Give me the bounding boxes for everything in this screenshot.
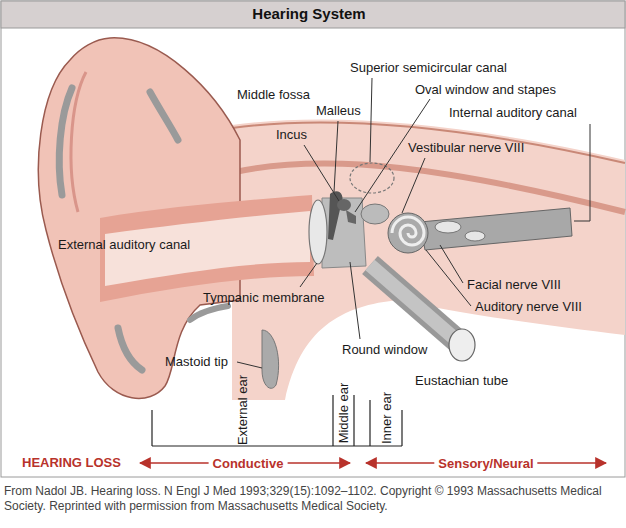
leader-line [300,263,317,287]
nerve [465,231,485,241]
bracket-tick [353,395,354,446]
cartilage [150,92,178,140]
region-label: Middle ear [336,383,351,444]
region-bracket [152,395,402,446]
part-label: Oval window and stapes [415,82,556,97]
part-label: Vestibular nerve VIII [408,140,524,155]
figure-frame [1,1,625,477]
semicircular-canal [350,163,394,193]
region-label: Inner ear [379,392,394,444]
malleus-bone [328,191,343,240]
part-label: Internal auditory canal [449,105,577,120]
part-label: External auditory canal [58,237,190,252]
leader-line [334,121,338,192]
leader-line [237,362,262,368]
part-label: Malleus [316,103,361,118]
part-label: Facial nerve VIII [467,277,561,292]
leader-line [440,245,463,283]
part-label: Tympanic membrane [203,290,324,305]
leader-line [370,78,372,162]
leader-line [304,145,339,201]
region-label: External ear [235,375,250,445]
cartilage [118,328,142,370]
figure-title: Hearing System [0,5,622,23]
leader-line [426,250,471,306]
leader-line [402,158,425,213]
part-label: Auditory nerve VIII [475,299,582,314]
eustachian-opening [449,329,475,361]
nerve [435,221,461,233]
source-caption: From Nadol JB. Hearing loss. N Engl J Me… [4,484,620,514]
internal-auditory-canal [420,208,572,250]
skull-outline [232,123,625,163]
bracket-tick [401,410,402,446]
vestibule [361,204,389,224]
part-label: Round window [342,342,427,357]
axis-title: HEARING LOSS [22,455,121,470]
mastoid-tip [262,330,279,388]
cartilage [190,306,228,320]
leader-line [350,262,360,339]
part-label: Eustachian tube [415,373,508,388]
cochlea-spiral [392,217,424,245]
part-label: Incus [276,127,307,142]
bracket-base [152,445,402,446]
cochlea [388,213,428,253]
stapes-bone [346,210,356,224]
tympanic-membrane [309,200,327,264]
part-label: Middle fossa [237,87,310,102]
part-label: Superior semicircular canal [350,60,507,75]
range-label: Conductive [209,456,288,471]
part-label: Mastoid tip [165,354,228,369]
bracket-tick [151,410,152,446]
leader-lines [237,78,590,368]
bracket-tick [369,400,370,446]
bracket-tick [332,395,333,446]
leader-line [574,124,590,221]
leader-line [355,99,430,212]
cartilage [59,88,72,195]
range-label: Sensory/Neural [434,456,537,471]
